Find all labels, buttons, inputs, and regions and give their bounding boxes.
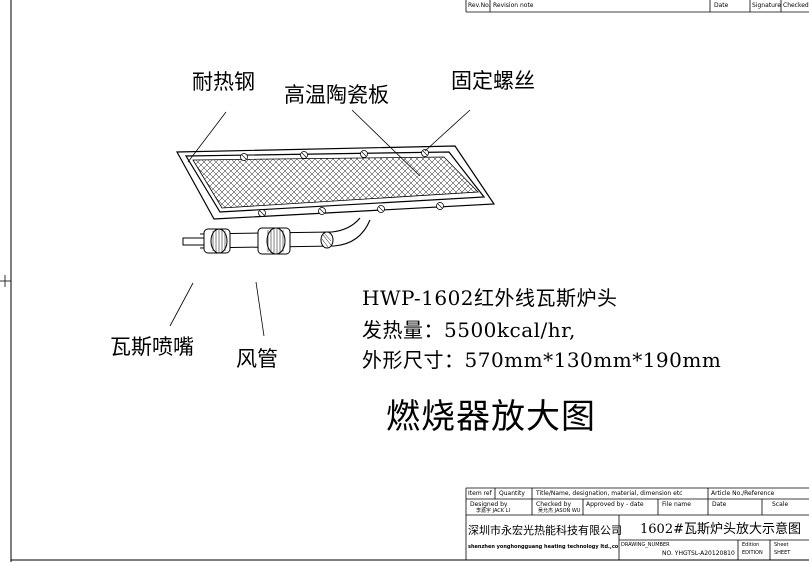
tb-company-en: shenzhen yonghongguang heating technolog… (468, 544, 619, 550)
tb-approved-label: Approved by - date (586, 501, 644, 508)
tb-drawing-title: 1602#瓦斯炉头放大示意图 (640, 522, 801, 537)
drawing-frame (10, 0, 809, 562)
tb-file-name-label: File name (662, 501, 691, 508)
tb-company-cn: 深圳市永宏光热能科技有限公司 (468, 524, 622, 537)
rev-signature-header: Signature (752, 2, 781, 9)
tb-drawing-number-label: DRAWING_NUMBER (621, 542, 670, 548)
pipe-assembly (182, 217, 371, 255)
tb-quantity: Quantity (499, 490, 525, 497)
callout-air-pipe: 风管 (236, 347, 278, 371)
tb-article-ref: Article No./Reference (711, 490, 775, 497)
rev-no-header: Rev.No. (468, 2, 491, 9)
rev-note-header: Revision note (493, 2, 534, 9)
rev-checked-header: Checked (783, 2, 809, 9)
drawing-title: 燃烧器放大图 (386, 397, 596, 437)
leader-lines (169, 109, 471, 337)
tb-edition-label-2: EDITION (742, 550, 763, 556)
spec-dimensions: 外形尺寸：570mm*130mm*190mm (362, 348, 722, 372)
tb-drawing-number: NO. YHGTSL-A20120810 (662, 550, 735, 557)
callout-ceramic-plate: 高温陶瓷板 (284, 83, 389, 107)
coupling-knurling (212, 229, 332, 253)
spec-model: HWP-1602红外线瓦斯炉头 (362, 286, 618, 310)
spec-heat-output: 发热量：5500kcal/hr, (362, 318, 576, 342)
tb-checked-by-label: Checked by (536, 501, 572, 508)
tb-checked-by-value: 吴允杰 JASON WU (538, 508, 581, 514)
center-mark (0, 275, 11, 287)
screws (240, 149, 444, 217)
ceramic-plate (192, 156, 479, 209)
tb-sheet-label-2: SHEET (774, 550, 791, 556)
tb-edition-label: Edition (742, 542, 760, 548)
tb-title-name: Title/Name, designation, material, dimen… (536, 490, 683, 497)
callout-gas-nozzle: 瓦斯喷嘴 (110, 335, 194, 359)
tb-item-no: Item ref (468, 490, 492, 497)
tb-date-label: Date (712, 501, 727, 508)
tb-designed-by-value: 李嘉宇 JACK LI (476, 508, 510, 514)
rev-date-header: Date (714, 2, 729, 9)
callout-heat-steel: 耐热钢 (192, 70, 255, 94)
callout-fixing-screw: 固定螺丝 (451, 69, 535, 93)
title-block-lines (465, 487, 809, 560)
tb-designed-by-label: Designed by (470, 501, 508, 508)
tb-sheet-label: Sheet (774, 542, 789, 548)
revision-table-lines (465, 0, 809, 13)
tb-scale-label: Scale (772, 501, 789, 508)
